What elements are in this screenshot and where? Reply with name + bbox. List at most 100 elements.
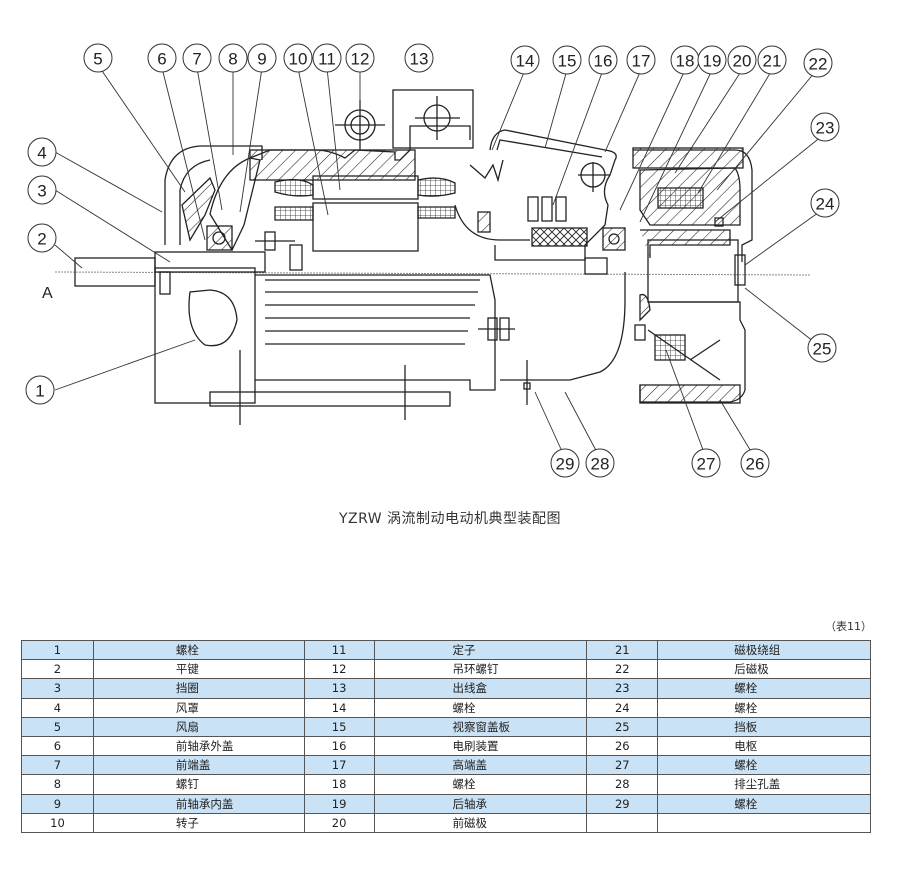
part-number: 22 xyxy=(586,659,659,680)
part-name: 前磁极 xyxy=(452,815,488,830)
callout-label: 25 xyxy=(813,340,832,359)
part-name-cell: 前轴承外盖 xyxy=(92,735,305,757)
callout-11: 11 xyxy=(312,43,342,73)
part-name: 挡板 xyxy=(734,719,758,734)
callout-3: 3 xyxy=(27,175,57,205)
part-number: 3 xyxy=(21,678,94,699)
part-number: 11 xyxy=(303,639,375,661)
callout-label: 10 xyxy=(289,50,308,69)
part-name: 转子 xyxy=(175,815,199,830)
part-name-cell: 后轴承 xyxy=(373,793,588,814)
part-number: 23 xyxy=(586,678,659,699)
callout-circle xyxy=(27,223,57,253)
part-name-cell: 螺栓 xyxy=(373,774,588,795)
part-name: 定子 xyxy=(452,643,476,658)
callout-circle xyxy=(218,43,248,73)
part-name-cell: 挡板 xyxy=(657,716,871,737)
part-name: 风罩 xyxy=(175,700,199,715)
callout-circle xyxy=(25,375,55,405)
callout-circle xyxy=(740,448,770,478)
callout-24: 24 xyxy=(810,188,840,218)
callout-circle xyxy=(312,43,342,73)
callout-7: 7 xyxy=(182,43,212,73)
assembly-drawing: A 12345678910111213141516171819202122232… xyxy=(25,43,840,478)
callout-label: 11 xyxy=(318,50,336,69)
callout-label: 17 xyxy=(632,52,651,71)
part-name: 后轴承 xyxy=(452,796,488,811)
callout-circle xyxy=(247,43,277,73)
callout-16: 16 xyxy=(588,45,618,75)
part-number: 10 xyxy=(21,812,94,833)
callout-21: 21 xyxy=(757,45,787,75)
callout-circle xyxy=(345,43,375,73)
callout-label: 15 xyxy=(558,52,577,71)
part-name: 螺栓 xyxy=(734,681,758,696)
part-name: 排尘孔盖 xyxy=(734,777,781,792)
part-name-cell: 高端盖 xyxy=(373,755,588,776)
part-name: 高端盖 xyxy=(452,758,488,773)
callout-circle xyxy=(585,448,615,478)
callout-14: 14 xyxy=(510,45,540,75)
callout-label: 1 xyxy=(35,382,44,401)
callout-circle xyxy=(404,43,434,73)
part-name-cell: 螺栓 xyxy=(657,793,871,814)
callout-label: 27 xyxy=(697,455,716,474)
callout-circle xyxy=(552,45,582,75)
part-name-cell xyxy=(657,812,871,833)
callout-circle xyxy=(27,137,57,167)
callout-circle xyxy=(803,48,833,78)
callout-2: 2 xyxy=(27,223,57,253)
callout-1: 1 xyxy=(25,375,55,405)
part-number: 17 xyxy=(303,755,375,776)
part-name-cell: 前磁极 xyxy=(373,812,588,833)
table-row: 3 挡圈 13 出线盒 23 螺栓 xyxy=(21,678,871,699)
table-row: 10 转子 20 前磁极 xyxy=(21,812,871,833)
part-name: 螺栓 xyxy=(734,700,758,715)
callout-10: 10 xyxy=(283,43,313,73)
callout-13: 13 xyxy=(404,43,434,73)
callout-18: 18 xyxy=(670,45,700,75)
part-name-cell: 风扇 xyxy=(92,716,305,737)
part-number: 27 xyxy=(586,755,659,776)
callout-26: 26 xyxy=(740,448,770,478)
part-name-cell: 电刷装置 xyxy=(373,735,588,757)
callout-4: 4 xyxy=(27,137,57,167)
part-name: 挡圈 xyxy=(175,681,199,696)
callout-circle xyxy=(588,45,618,75)
callout-circle xyxy=(83,43,113,73)
part-number: 29 xyxy=(586,793,659,814)
part-name-cell: 电枢 xyxy=(657,735,871,757)
callout-label: 21 xyxy=(763,52,782,71)
part-name-cell: 出线盒 xyxy=(373,678,588,699)
part-number: 13 xyxy=(303,678,375,699)
part-number: 4 xyxy=(21,697,94,718)
part-name-cell: 后磁极 xyxy=(657,659,871,680)
callout-9: 9 xyxy=(247,43,277,73)
callout-29: 29 xyxy=(550,448,580,478)
callout-label: 29 xyxy=(556,455,575,474)
part-number: 20 xyxy=(303,812,375,833)
callout-22: 22 xyxy=(803,48,833,78)
part-name: 螺栓 xyxy=(175,643,199,658)
part-name-cell: 平键 xyxy=(92,659,305,680)
part-number: 9 xyxy=(21,793,94,814)
part-name: 前轴承外盖 xyxy=(175,739,234,754)
part-name: 螺钉 xyxy=(175,777,199,792)
part-name-cell: 吊环螺钉 xyxy=(373,659,588,680)
part-name: 出线盒 xyxy=(452,681,488,696)
part-number: 7 xyxy=(21,755,94,776)
part-name: 前端盖 xyxy=(175,758,211,773)
part-name: 磁极绕组 xyxy=(734,643,781,658)
part-number: 1 xyxy=(21,639,94,661)
part-number: 28 xyxy=(586,774,659,795)
callout-circle xyxy=(147,43,177,73)
callout-label: 5 xyxy=(93,50,102,69)
callout-label: 8 xyxy=(228,50,237,69)
callout-label: 22 xyxy=(809,55,828,74)
part-name-cell: 视察窗盖板 xyxy=(373,716,588,737)
part-name-cell: 排尘孔盖 xyxy=(657,774,871,795)
part-name-cell: 转子 xyxy=(92,812,305,833)
